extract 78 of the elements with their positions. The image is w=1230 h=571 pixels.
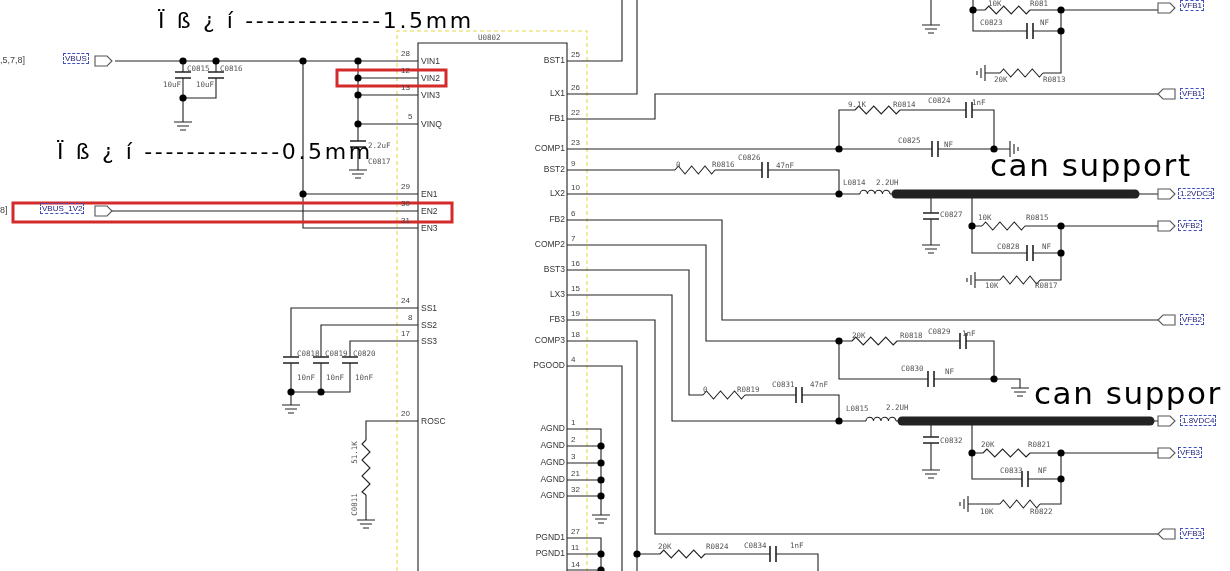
pin-number: 22	[571, 108, 580, 117]
pin-label: SS3	[421, 336, 438, 346]
net-label: VBUS_1V2	[40, 203, 85, 214]
pin-number: 9	[571, 159, 576, 168]
pin-label: AGND	[540, 474, 565, 484]
pin-number: 11	[571, 543, 580, 552]
pin-number: 30	[401, 199, 410, 208]
pin-number: 20	[401, 409, 410, 418]
pin-label: FB1	[549, 113, 565, 123]
page-reference: ,5,7,8]	[0, 55, 26, 65]
pin-number: 6	[571, 209, 576, 218]
annotation-text: Ï ß ¿ í -------------1.5mm	[158, 10, 474, 32]
pin-number: 15	[571, 284, 580, 293]
pin-label: VINQ	[421, 119, 442, 129]
net-label: VFB1	[1180, 88, 1204, 99]
pin-number: 3	[571, 452, 576, 461]
pin-number: 13	[401, 83, 410, 92]
pin-label: ROSC	[421, 416, 446, 426]
net-label: VFB3	[1180, 528, 1204, 539]
net-label: VFB2	[1180, 314, 1204, 325]
pin-number: 29	[401, 182, 410, 191]
pin-label: COMP2	[534, 239, 565, 249]
pin-label: EN1	[421, 189, 438, 199]
net-label: VFB2	[1178, 220, 1202, 231]
pin-label: COMP1	[534, 143, 565, 153]
pin-number: 27	[571, 527, 580, 536]
pin-number: 16	[571, 259, 580, 268]
pin-label: EN3	[421, 223, 438, 233]
net-label: VBUS	[63, 53, 89, 64]
pin-label: AGND	[540, 440, 565, 450]
pin-label: FB2	[549, 214, 565, 224]
pin-number: 25	[571, 50, 580, 59]
pin-label: PGOOD	[533, 360, 565, 370]
annotation-text: can suppor	[1034, 378, 1222, 409]
pin-number: 4	[571, 355, 576, 364]
pin-number: 14	[571, 560, 580, 569]
net-label: VFB3	[1178, 447, 1202, 458]
pin-label: AGND	[540, 423, 565, 433]
pin-number: 18	[571, 330, 580, 339]
pin-label: AGND	[540, 490, 565, 500]
pin-label: BST3	[543, 264, 565, 274]
pin-label: LX3	[549, 289, 565, 299]
pin-label: SS2	[421, 320, 438, 330]
pin-label: VIN3	[421, 90, 440, 100]
pin-number: 2	[571, 435, 576, 444]
pin-number: 26	[571, 83, 580, 92]
page-reference: 8]	[0, 205, 8, 215]
pin-label: VIN1	[421, 56, 440, 66]
pin-label: PGND1	[535, 532, 565, 542]
pin-number: 28	[401, 49, 410, 58]
pin-number: 5	[408, 112, 413, 121]
net-label: 1.8VDC4	[1180, 415, 1217, 426]
pin-number: 12	[401, 66, 410, 75]
pin-number: 17	[401, 329, 410, 338]
pin-number: 31	[401, 216, 410, 225]
pin-number: 32	[571, 485, 580, 494]
pin-label: PGND1	[535, 548, 565, 558]
net-label: VFB1	[1180, 0, 1204, 11]
pin-number: 19	[571, 309, 580, 318]
pin-label: VIN2	[421, 73, 440, 83]
pin-number: 7	[571, 234, 576, 243]
pin-label: EN2	[421, 206, 438, 216]
pin-label: BST2	[543, 164, 565, 174]
pin-label: LX1	[549, 88, 565, 98]
pin-label: COMP3	[534, 335, 565, 345]
pin-number: 8	[408, 313, 413, 322]
pin-number: 21	[571, 469, 580, 478]
net-label: 1.2VDC3	[1178, 188, 1215, 199]
pin-number: 24	[401, 296, 410, 305]
pin-number: 1	[571, 418, 576, 427]
pin-number: 23	[571, 138, 580, 147]
pin-label: AGND	[540, 457, 565, 467]
pin-number: 10	[571, 183, 580, 192]
annotation-text: can support	[990, 150, 1192, 181]
pin-label: SS1	[421, 303, 438, 313]
pin-label: BST1	[543, 55, 565, 65]
pin-label: LX2	[549, 188, 565, 198]
pin-label: FB3	[549, 314, 565, 324]
